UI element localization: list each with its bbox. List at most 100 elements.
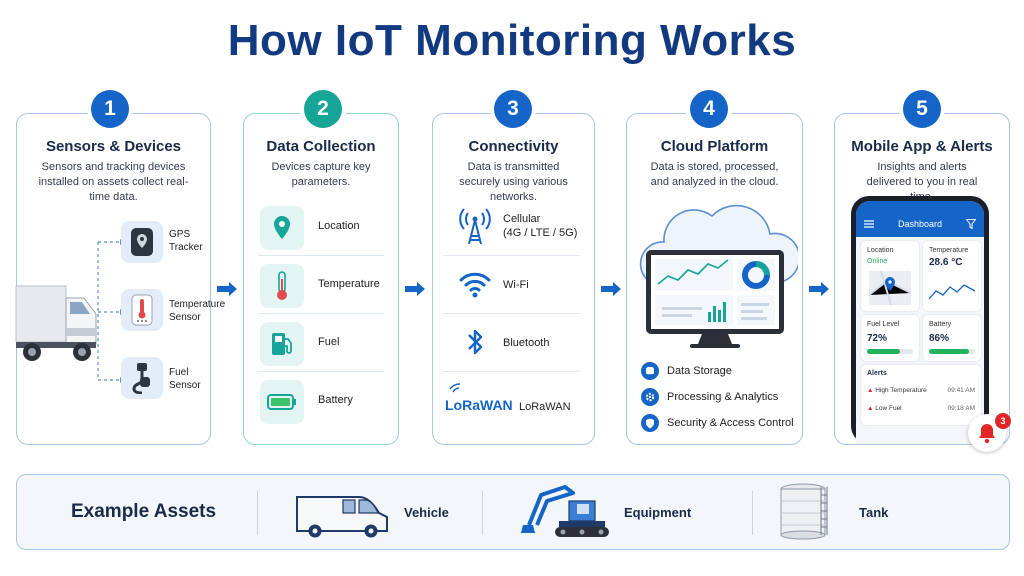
app-header-title: Dashboard [897,219,943,229]
battery-tile[interactable]: Battery 86% [923,315,981,361]
gps-tracker-icon [121,221,163,263]
asset-label: Tank [859,505,889,520]
step-card-sensors: Sensors & Devices Sensors and tracking d… [16,113,211,445]
filter-icon[interactable] [966,219,976,229]
alert-bell-icon: ▲ [867,405,874,412]
device-label-gps: GPS Tracker [169,229,203,253]
shield-icon [641,414,659,432]
lorawan-logo-text: LoRaWAN [445,397,513,413]
alert-item[interactable]: ▲ Low Fuel 09:18 AM [867,405,975,412]
service-label: Processing & Analytics [667,391,779,403]
step-number-badge: 5 [903,90,941,128]
cell-tower-icon [453,206,497,246]
notification-count-badge: 3 [995,413,1011,429]
step-number-badge: 4 [690,90,728,128]
network-label: Cellular (4G / LTE / 5G) [503,213,578,239]
alert-item[interactable]: ▲ High Temperature 09:41 AM [867,387,975,394]
temperature-value: 28.6 °C [929,257,963,268]
alerts-title: Alerts [867,370,887,377]
step-card-connectivity: Connectivity Data is transmitted securel… [432,113,595,445]
alert-time: 09:18 AM [947,405,975,412]
fuel-bar-fill [867,349,901,354]
app-header: Dashboard [856,201,984,237]
divider [482,491,483,535]
service-row: Processing & Analytics [641,386,778,408]
step-title: Cloud Platform [660,138,769,155]
network-row: Bluetooth [443,314,580,372]
location-tile[interactable]: Location Online [861,241,919,311]
gear-icon [641,388,659,406]
tile-label: Temperature [929,247,969,254]
parameter-row: Battery [258,374,384,430]
thermometer-icon [260,264,304,308]
step-number-badge: 1 [91,90,129,128]
step-description: Devices capture key parameters. [271,161,371,188]
van-icon [296,496,388,538]
fuel-value: 72% [867,333,888,344]
network-row: Cellular (4G / LTE / 5G) [443,198,580,256]
service-label: Security & Access Control [667,417,794,429]
network-row: LoRaWAN LoRaWAN [443,372,580,430]
page-title: How IoT Monitoring Works [227,16,797,65]
tile-label: Fuel Level [867,321,900,328]
device-label-fuel: Fuel Sensor [169,367,201,391]
bluetooth-icon [453,322,497,362]
alert-label: High Temperature [875,387,927,394]
location-status: Online [867,258,888,265]
temperature-tile[interactable]: Temperature 28.6 °C [923,241,981,311]
alert-label: Low Fuel [875,405,902,412]
assets-title: Example Assets [71,501,217,522]
asset-label: Equipment [624,505,692,520]
parameter-label: Battery [318,394,353,406]
parameter-row: Location [258,200,384,256]
parameter-row: Temperature [258,258,384,314]
flow-arrow-icon [809,282,829,296]
step-card-data-collection: Data Collection Devices capture key para… [243,113,399,445]
flow-arrow-icon [217,282,237,296]
step-number-badge: 2 [304,90,342,128]
fuel-sensor-icon [121,357,163,399]
wifi-icon [453,264,497,304]
fuel-tile[interactable]: Fuel Level 72% [861,315,919,361]
step-description: Data is transmitted securely using vario… [459,161,568,203]
service-row: Security & Access Control [641,412,794,434]
battery-bar [929,349,975,354]
example-assets-panel: Example Assets Vehicle Equipment Tank [16,474,1010,550]
parameter-label: Location [318,220,360,232]
app-screen: Dashboard Location Online Temperature 28… [856,201,984,444]
parameter-label: Fuel [318,336,340,348]
step-title: Sensors & Devices [45,138,182,155]
service-row: Data Storage [641,360,732,382]
battery-icon [260,380,304,424]
step-number-badge: 3 [494,90,532,128]
flow-arrow-icon [405,282,425,296]
device-label-temperature: Temperature Sensor [169,299,226,323]
phone-mockup: Dashboard Location Online Temperature 28… [851,196,989,444]
network-label: Bluetooth [503,337,550,349]
network-row: Wi-Fi [443,256,580,314]
step-description: Data is stored, processed, and analyzed … [650,161,779,188]
truck-icon [15,285,97,361]
service-label: Data Storage [667,365,732,377]
flow-arrow-icon [601,282,621,296]
menu-icon[interactable] [864,220,874,228]
battery-value: 86% [929,333,950,344]
alert-bell-icon: ▲ [867,387,874,394]
fuel-bar [867,349,913,354]
fuel-pump-icon [260,322,304,366]
step-title: Mobile App & Alerts [851,138,993,155]
network-label: Wi-Fi [503,279,529,291]
cloud-monitor-icon [639,204,798,348]
battery-bar-fill [929,349,969,354]
tank-icon [780,483,828,540]
parameter-label: Temperature [318,278,380,290]
location-pin-icon [260,206,304,250]
alert-time: 09:41 AM [947,387,975,394]
lorawan-logo: LoRaWAN [445,383,513,413]
parameter-row: Fuel [258,316,384,372]
map-pin-icon [869,271,911,305]
step-title: Connectivity [468,138,559,155]
alerts-panel: Alerts ▲ High Temperature 09:41 AM ▲ Low… [861,365,981,425]
divider [257,491,258,535]
step-title: Data Collection [266,138,376,155]
